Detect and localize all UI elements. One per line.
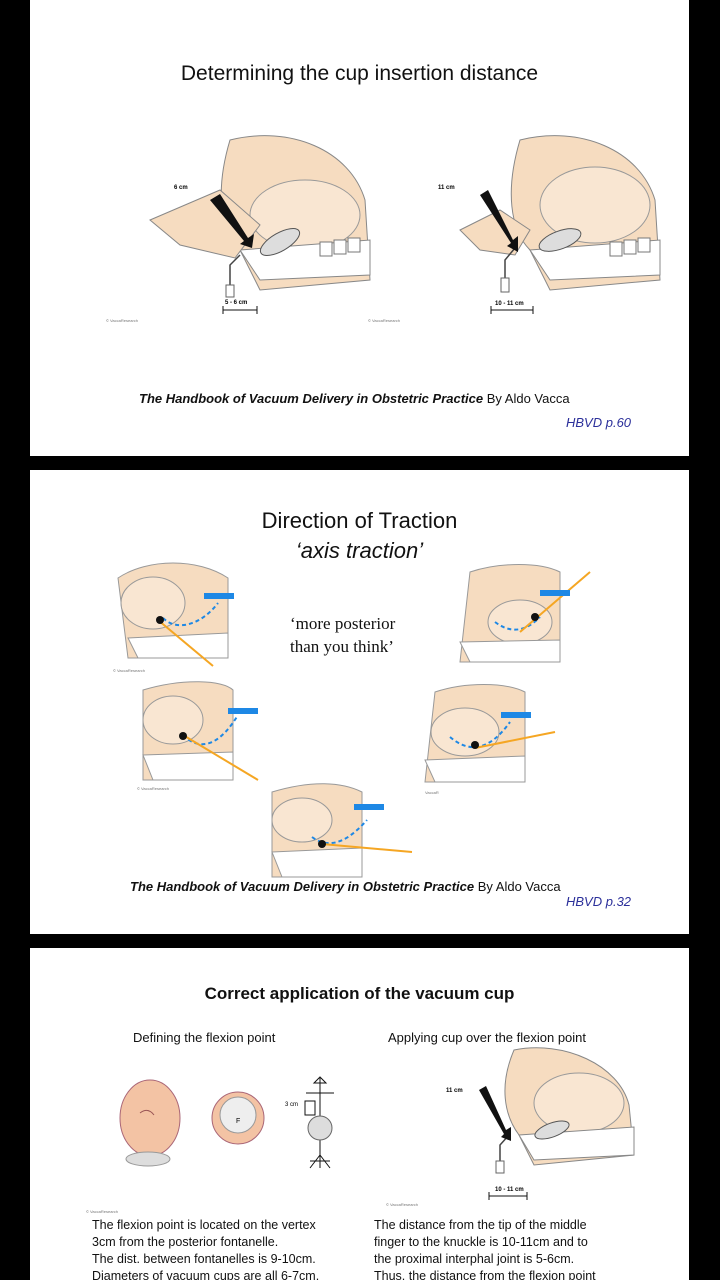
slide-subtitle: ‘axis traction’ xyxy=(295,538,424,563)
traction-figure xyxy=(117,562,234,667)
text-line: The flexion point is located on the vert… xyxy=(92,1218,316,1232)
pelvis-illustration-11cm xyxy=(479,1047,635,1174)
credit: VaccaR xyxy=(425,790,439,795)
text-line: 3cm from the posterior fontanelle. xyxy=(92,1235,279,1249)
credit: © VaccaResearch xyxy=(86,1209,118,1214)
credit: © VaccaResearch xyxy=(368,318,400,323)
left-paragraph: The flexion point is located on the vert… xyxy=(92,1217,362,1280)
quote: ‘more posterior than you think’ xyxy=(290,612,395,658)
citation: The Handbook of Vacuum Delivery in Obste… xyxy=(130,879,561,894)
quote-line: than you think’ xyxy=(290,637,394,656)
right-heading: Applying cup over the flexion point xyxy=(388,1030,587,1045)
citation-author: By Aldo Vacca xyxy=(483,391,570,406)
page-reference: HBVD p.32 xyxy=(566,894,632,909)
slide-title: Correct application of the vacuum cup xyxy=(204,984,515,1003)
credit: © VaccaResearch xyxy=(113,668,145,673)
range-label: 5 - 6 cm xyxy=(225,300,248,306)
page-reference: HBVD p.60 xyxy=(566,415,632,430)
scale-bar xyxy=(222,306,258,314)
text-line: The dist. between fontanelles is 9-10cm. xyxy=(92,1252,316,1266)
right-paragraph: The distance from the tip of the middle … xyxy=(374,1217,654,1280)
text-line: finger to the knuckle is 10-11cm and to xyxy=(374,1235,588,1249)
traction-figure xyxy=(424,684,556,783)
slide-direction-of-traction: Direction of Traction ‘axis traction’ ‘m… xyxy=(30,470,689,934)
credit: © VaccaResearch xyxy=(137,786,169,791)
distance-label: 11 cm xyxy=(438,185,455,191)
credit: © VaccaResearch xyxy=(386,1202,418,1207)
scale-bar xyxy=(490,306,534,314)
distance-label: 3 cm xyxy=(285,1102,299,1108)
pelvis-illustration-11cm xyxy=(459,135,661,293)
scale-bar xyxy=(488,1192,528,1200)
traction-figure xyxy=(459,564,591,663)
left-heading: Defining the flexion point xyxy=(133,1030,276,1045)
distance-label: 11 cm xyxy=(446,1088,463,1094)
text-line: The distance from the tip of the middle xyxy=(374,1218,587,1232)
slide-cup-insertion-distance: Determining the cup insertion distance 6… xyxy=(30,0,689,456)
citation-author: By Aldo Vacca xyxy=(474,879,561,894)
svg-text:F: F xyxy=(236,1118,240,1125)
distance-label: 6 cm xyxy=(174,185,188,191)
slide-correct-application: Correct application of the vacuum cup De… xyxy=(30,948,689,1280)
text-line: Diameters of vacuum cups are all 6-7cm. xyxy=(92,1269,320,1280)
traction-figure xyxy=(271,783,413,878)
range-label: 10 - 11 cm xyxy=(495,1187,524,1193)
text-line: the proximal interphal joint is 5-6cm. xyxy=(374,1252,575,1266)
credit: © VaccaResearch xyxy=(106,318,138,323)
pelvis-illustration-6cm xyxy=(149,135,371,298)
slide-title: Determining the cup insertion distance xyxy=(180,62,539,85)
text-line: Thus, the distance from the flexion poin… xyxy=(374,1269,596,1280)
citation: The Handbook of Vacuum Delivery in Obste… xyxy=(139,391,570,406)
slide-title: Direction of Traction xyxy=(261,508,458,533)
citation-title: The Handbook of Vacuum Delivery in Obste… xyxy=(139,391,484,406)
fetal-head-flexion-diagram: F xyxy=(119,1076,334,1169)
traction-figure xyxy=(142,681,259,781)
citation-title: The Handbook of Vacuum Delivery in Obste… xyxy=(130,879,475,894)
range-label: 10 - 11 cm xyxy=(495,301,524,307)
quote-line: ‘more posterior xyxy=(290,614,396,633)
